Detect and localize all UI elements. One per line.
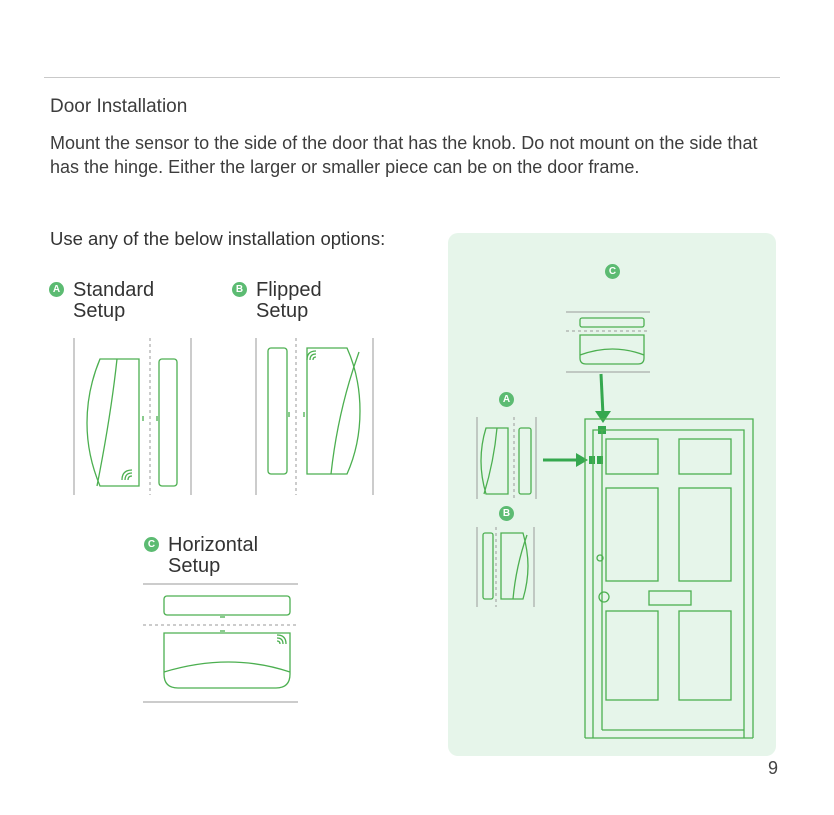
option-b-line2: Setup — [256, 300, 309, 322]
horizontal-setup-illustration — [143, 583, 298, 703]
standard-setup-illustration — [73, 338, 192, 495]
option-b-line1: Flipped — [256, 279, 322, 301]
badge-a: A — [49, 282, 64, 297]
options-heading: Use any of the below installation option… — [50, 228, 386, 249]
intro-paragraph: Mount the sensor to the side of the door… — [50, 133, 758, 177]
panel-badge-b: B — [499, 506, 514, 521]
option-c-line1: Horizontal — [168, 534, 259, 556]
option-a-label: A Standard Setup — [49, 280, 154, 322]
option-a-line1: Standard — [73, 279, 155, 301]
option-b-label: B Flipped Setup — [232, 280, 322, 322]
flipped-setup-illustration — [255, 338, 374, 495]
badge-b: B — [232, 282, 247, 297]
option-a-line2: Setup — [73, 300, 126, 322]
badge-c: C — [144, 537, 159, 552]
option-c-line2: Setup — [168, 555, 221, 577]
page-number: 9 — [768, 758, 779, 778]
option-c-label: C Horizontal Setup — [144, 535, 258, 577]
panel-badge-c: C — [605, 264, 620, 279]
panel-badge-a: A — [499, 392, 514, 407]
top-divider — [44, 77, 780, 78]
door-diagram-illustration — [476, 311, 754, 739]
section-title: Door Installation — [50, 96, 188, 117]
